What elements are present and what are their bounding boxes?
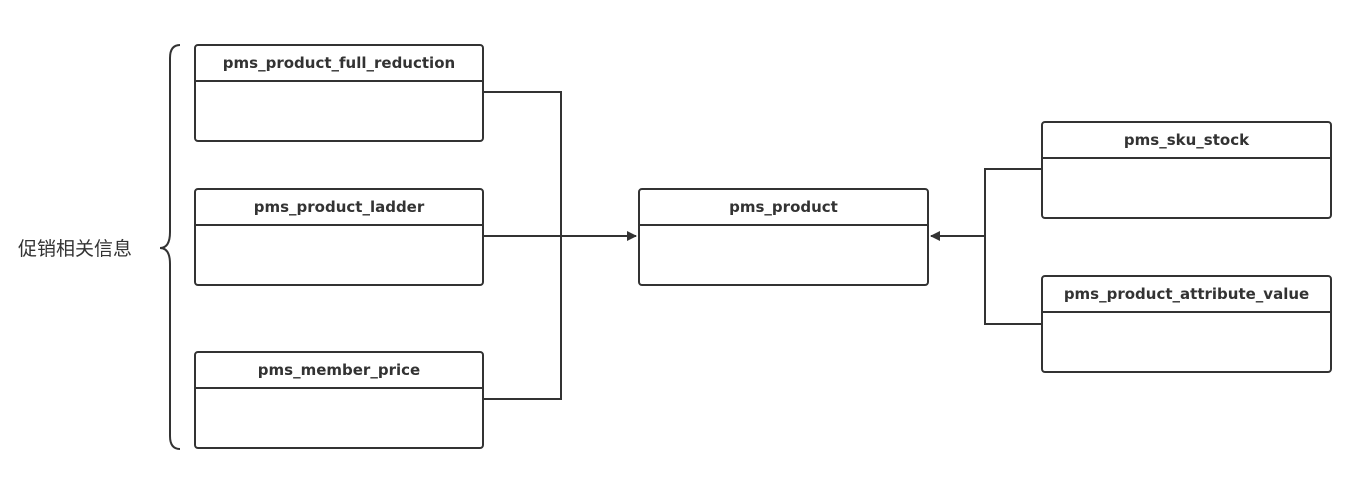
entity-title: pms_product_ladder [196, 190, 482, 226]
entity-pms-product[interactable]: pms_product [638, 188, 929, 286]
entity-title: pms_sku_stock [1043, 123, 1330, 159]
entity-pms-sku-stock[interactable]: pms_sku_stock [1041, 121, 1332, 219]
entity-pms-product-full-reduction[interactable]: pms_product_full_reduction [194, 44, 484, 142]
group-brace [159, 44, 181, 450]
entity-pms-product-attribute-value[interactable]: pms_product_attribute_value [1041, 275, 1332, 373]
entity-pms-member-price[interactable]: pms_member_price [194, 351, 484, 449]
entity-title: pms_product_attribute_value [1043, 277, 1330, 313]
group-label: 促销相关信息 [18, 238, 133, 260]
entity-title: pms_member_price [196, 353, 482, 389]
entity-title: pms_product_full_reduction [196, 46, 482, 82]
connector-sku-stock [984, 168, 1041, 236]
connector-member-price [484, 236, 562, 400]
connector-full-reduction [484, 91, 562, 236]
entity-pms-product-ladder[interactable]: pms_product_ladder [194, 188, 484, 286]
connector-attribute-value [984, 236, 1041, 325]
entity-title: pms_product [640, 190, 927, 226]
